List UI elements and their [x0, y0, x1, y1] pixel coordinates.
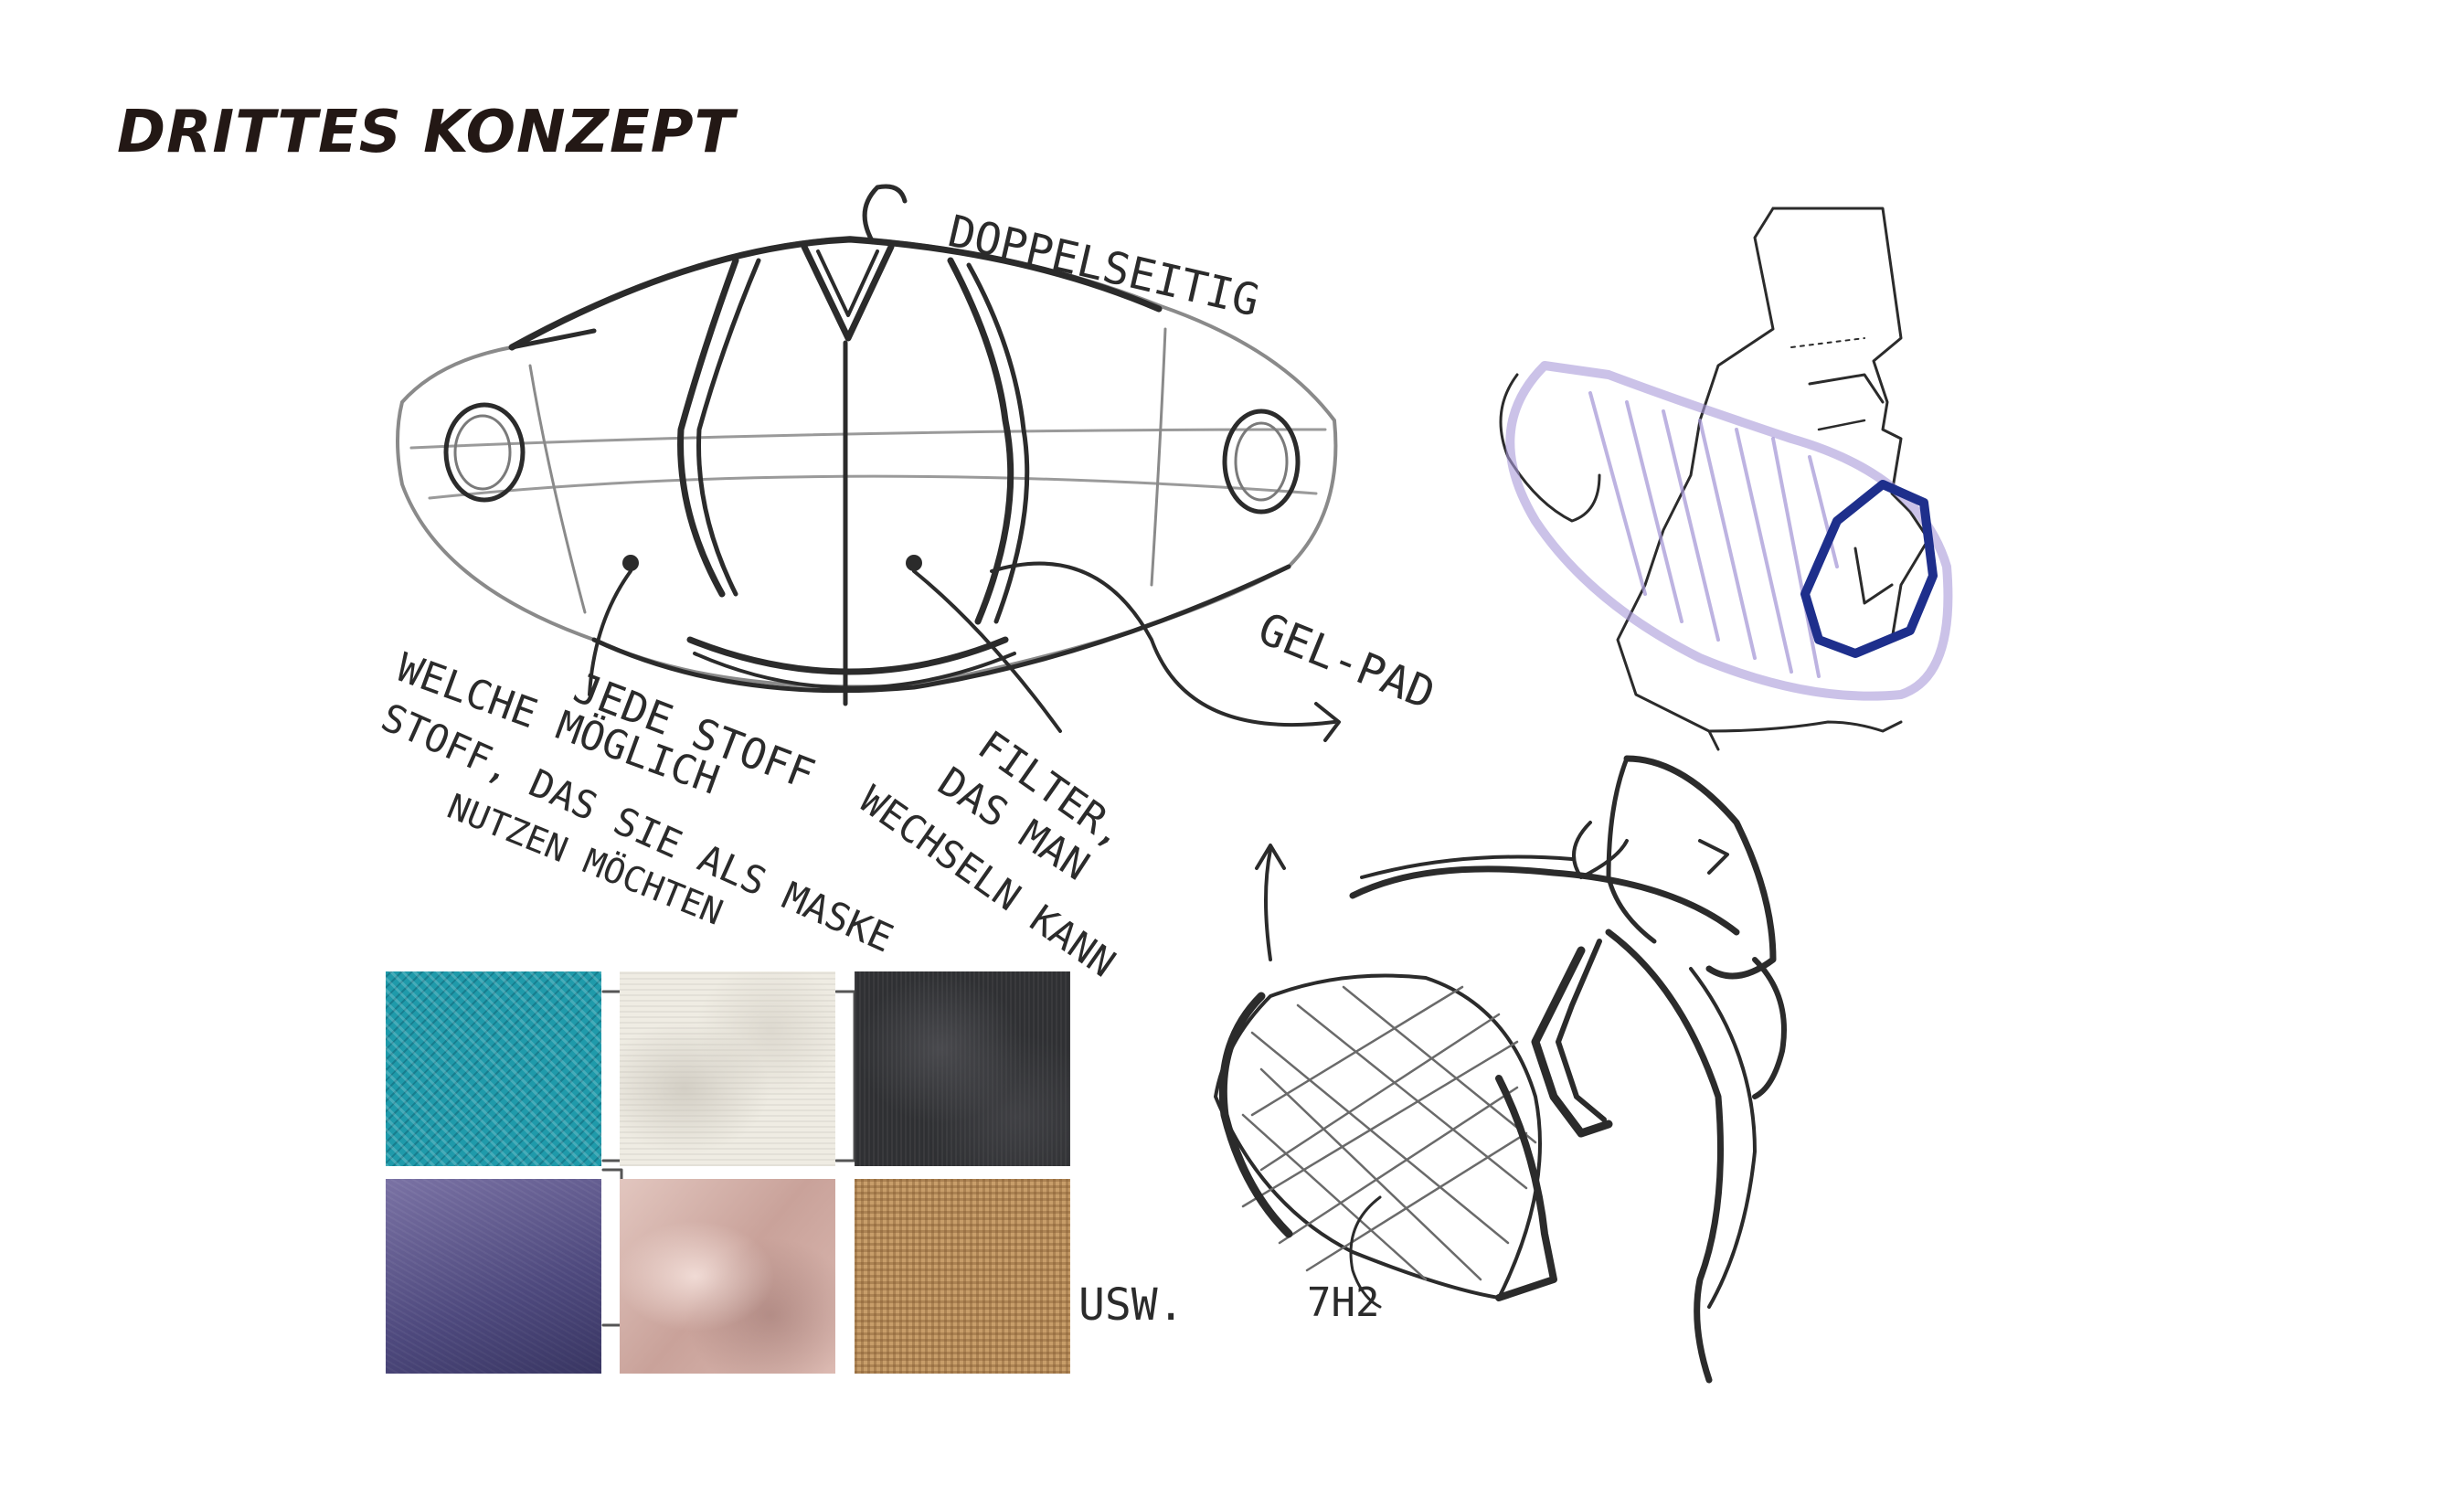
teal-denim-swatch	[386, 971, 601, 1166]
pink-satin-swatch	[620, 1179, 835, 1374]
burlap-swatch	[855, 1179, 1070, 1374]
label-usw: USW.	[1078, 1279, 1184, 1331]
front-mask-sketch	[396, 184, 1341, 742]
label-sketch-tag: 7H2	[1307, 1279, 1380, 1326]
purple-twill-swatch	[386, 1179, 601, 1374]
page-title: DRITTES KONZEPT	[117, 99, 736, 166]
white-cotton-swatch	[620, 971, 835, 1166]
profile-head-sketch	[1499, 207, 1953, 751]
black-knit-swatch	[855, 971, 1070, 1166]
exploded-mask-sketch	[1214, 755, 1787, 1384]
